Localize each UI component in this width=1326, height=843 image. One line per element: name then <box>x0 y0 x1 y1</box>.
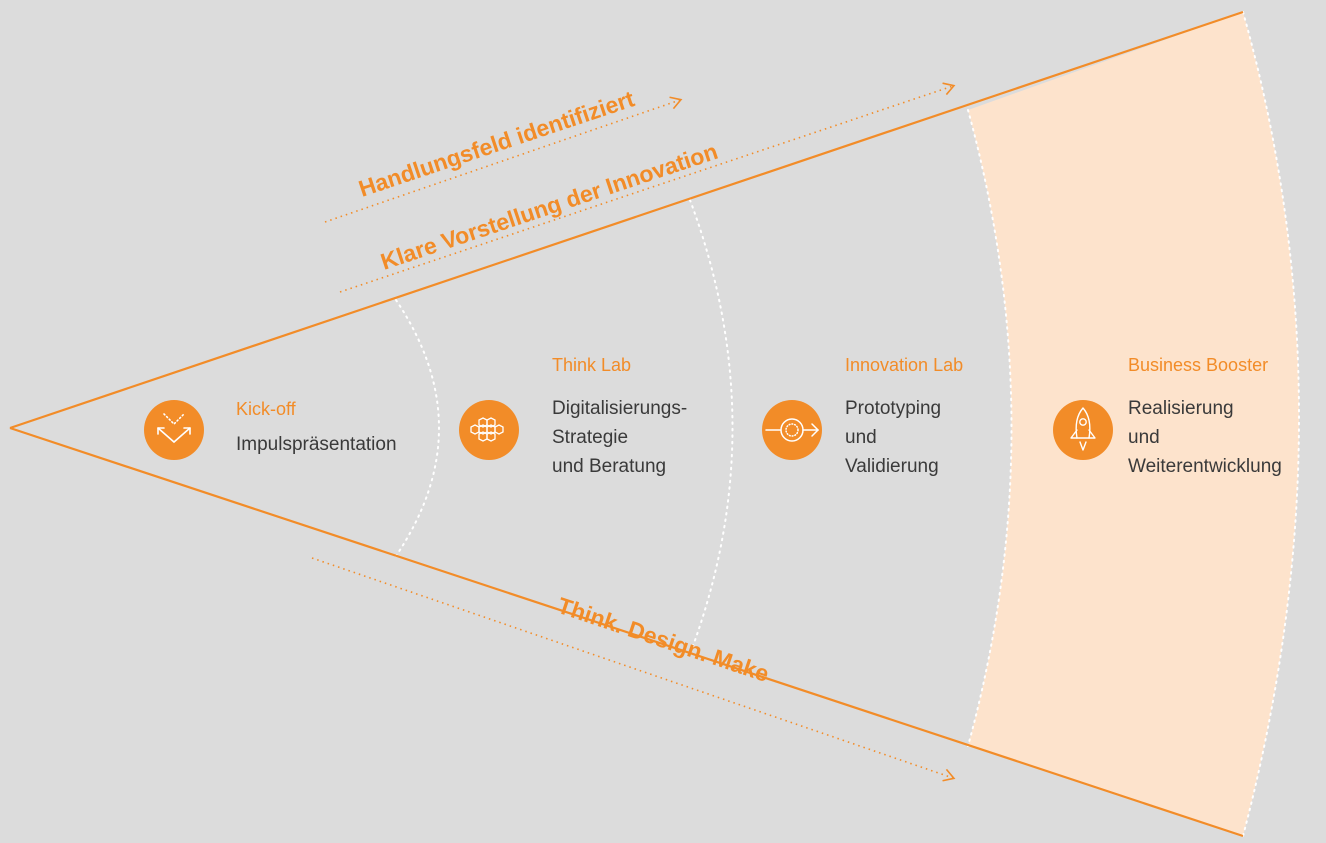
funnel-upper-edge <box>9 10 1244 430</box>
stage-description: Prototyping und Validierung <box>845 398 942 477</box>
stage-divider-2 <box>689 199 734 655</box>
think-design-make-label: Think. Design. Make <box>554 592 772 687</box>
stage-business-booster: Business Booster Realisierung und Weiter… <box>1128 354 1282 481</box>
stage-description: Realisierung und Weiterentwicklung <box>1128 398 1282 477</box>
stage-title: Business Booster <box>1128 355 1269 375</box>
rocket-icon <box>1053 400 1113 460</box>
handlungsfeld-arrow <box>324 96 683 223</box>
stage-think-lab: Think Lab Digitalisierungs- Strategie un… <box>552 354 687 481</box>
stage-title: Innovation Lab <box>845 355 964 375</box>
converging-arrows-icon <box>144 400 204 460</box>
vorstellung-arrow <box>339 82 956 293</box>
funnel-lower-edge <box>9 426 1244 838</box>
stage-kickoff: Kick-off Impulspräsentation <box>236 398 397 459</box>
business-booster-band <box>968 12 1299 836</box>
stage-divider-4 <box>1242 11 1300 837</box>
stage-description: Digitalisierungs- Strategie und Beratung <box>552 398 688 477</box>
stage-title: Think Lab <box>552 355 632 375</box>
stage-description: Impulspräsentation <box>236 434 397 455</box>
stage-title: Kick-off <box>236 399 296 419</box>
hexagon-grid-icon <box>459 400 519 460</box>
circle-arrow-icon <box>762 400 822 460</box>
stage-divider-1 <box>395 299 440 557</box>
stage-divider-3 <box>967 109 1013 747</box>
think-design-make-arrow <box>311 557 956 782</box>
stage-innovation-lab: Innovation Lab Prototyping und Validieru… <box>845 354 963 481</box>
